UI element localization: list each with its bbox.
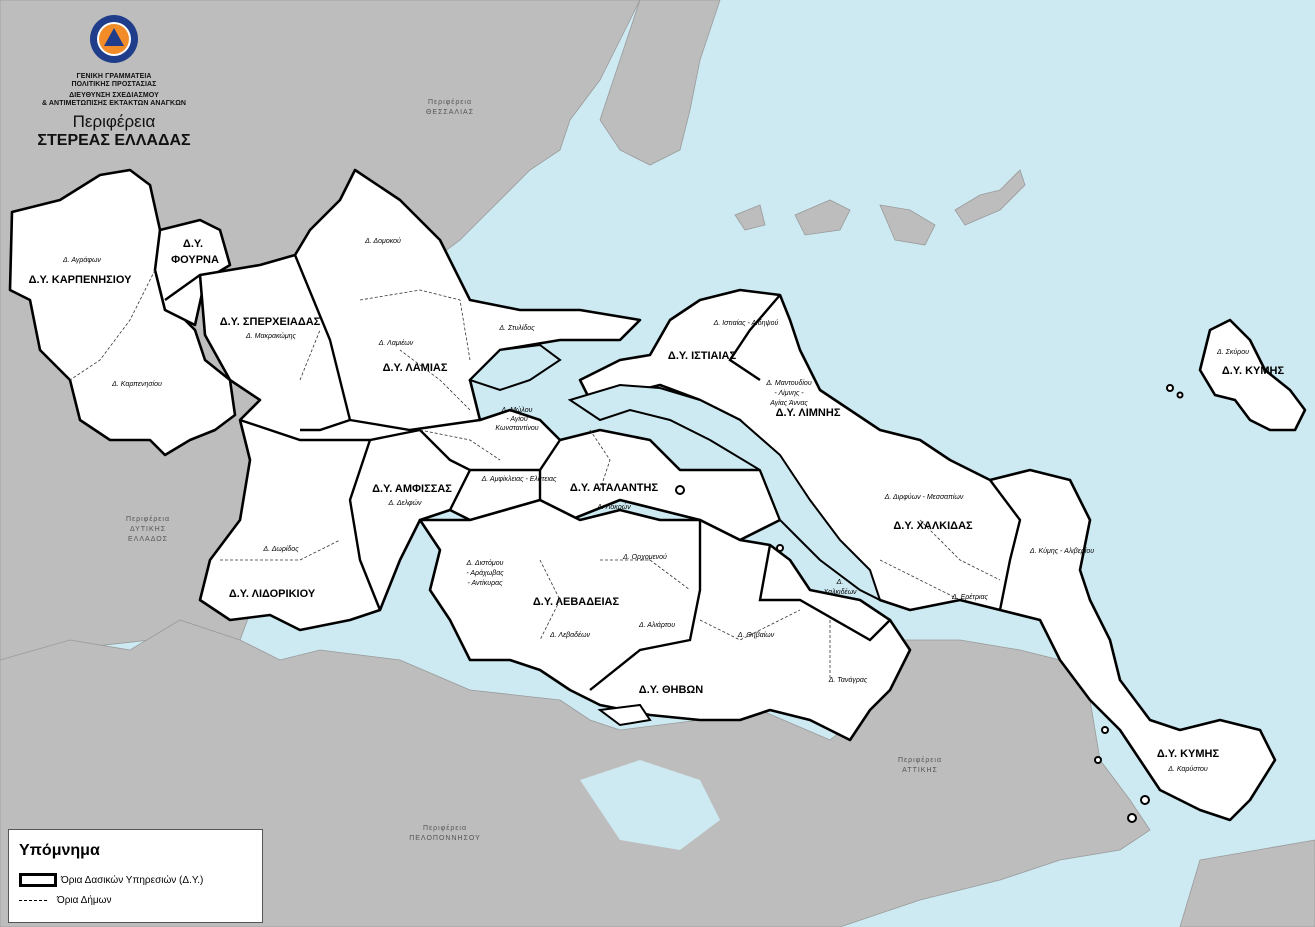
fs-label-lidoriki: Δ.Υ. ΛΙΔΟΡΙΚΙΟΥ: [229, 588, 316, 600]
region-skyros: [1198, 318, 1307, 432]
org-line-3: ΔΙΕΥΘΥΝΣΗ ΣΧΕΔΙΑΣΜΟΥ: [69, 92, 159, 99]
region-title: Περιφέρεια: [72, 112, 156, 131]
small-islands: [597, 384, 1184, 823]
mun-label-stylida: Δ. Στυλίδος: [498, 324, 535, 332]
legend-swatch-forest: [19, 873, 57, 887]
euboean-gulf: [567, 383, 882, 602]
mun-label-orchomenos: Δ. Ορχομενού: [622, 553, 667, 561]
municipality-labels: Δ. Αγράφων Δ. Καρπενησίου Δ. Μακρακώμης …: [62, 237, 1249, 773]
map-title-block: ΓΕΝΙΚΗ ΓΡΑΜΜΑΤΕΙΑ ΠΟΛΙΤΙΚΗΣ ΠΡΟΣΤΑΣΙΑΣ Δ…: [0, 14, 228, 150]
mun-label-kymi-aliveri: Δ. Κύμης - Αλιβερίου: [1029, 547, 1094, 555]
mun-label-thiva: Δ. Θηβαίων: [737, 631, 775, 639]
mun-label-aliartos: Δ. Αλιάρτου: [638, 621, 675, 629]
mun-label-molos-1: Δ. Μώλου: [501, 406, 533, 414]
mun-label-karystos: Δ. Καρύστου: [1167, 765, 1208, 773]
mun-label-eretria: Δ. Ερέτριας: [951, 593, 989, 601]
mun-label-chalkideon-2: Χαλκιδέων: [822, 588, 857, 596]
mun-label-distomo-1: Δ. Διστόμου: [466, 559, 504, 567]
map-legend: Υπόμνημα Όρια Δασικών Υπηρεσιών (Δ.Υ.) Ό…: [8, 829, 263, 923]
org-line-2: ΠΟΛΙΤΙΚΗΣ ΠΡΟΣΤΑΣΙΑΣ: [71, 81, 157, 88]
fs-label-fourna-2: ΦΟΥΡΝΑ: [171, 254, 219, 266]
fs-label-karpenisi: Δ.Υ. ΚΑΡΠΕΝΗΣΙΟΥ: [29, 274, 133, 286]
mun-label-istiaia: Δ. Ιστιαίας - Αιδηψού: [713, 319, 779, 327]
civil-protection-logo: [90, 15, 138, 63]
fs-label-spercheiada: Δ.Υ. ΣΠΕΡΧΕΙΑΔΑΣ: [220, 316, 321, 328]
municipal-boundaries: [69, 269, 1001, 680]
mun-label-distomo-2: - Αράχωβας: [466, 569, 504, 577]
region-label-attica-2: ΑΤΤΙΚΗΣ: [902, 767, 938, 774]
sterea-ellada: [8, 168, 1307, 822]
mun-label-dirfys: Δ. Διρφύων - Μεσσαπίων: [884, 493, 964, 501]
maliakos-gulf: [468, 343, 562, 392]
fs-label-limni: Δ.Υ. ΛΙΜΝΗΣ: [776, 407, 841, 419]
mun-label-mantoudi-2: - Λίμνης -: [774, 389, 804, 397]
fs-label-fourna-1: Δ.Υ.: [183, 238, 203, 250]
region-label-peloponnese-2: ΠΕΛΟΠΟΝΝΗΣΟΥ: [409, 835, 481, 842]
region-label-westgreece-2: ΔΥΤΙΚΗΣ: [130, 526, 166, 533]
org-line-1: ΓΕΝΙΚΗ ΓΡΑΜΜΑΤΕΙΑ: [76, 73, 152, 80]
region-label-attica-1: Περιφέρεια: [898, 756, 942, 764]
mun-label-tanagra: Δ. Τανάγρας: [828, 676, 868, 684]
fs-label-atalanti: Δ.Υ. ΑΤΑΛΑΝΤΗΣ: [570, 482, 659, 494]
northern-islands: [734, 169, 1026, 246]
legend-swatch-municipal: [19, 899, 47, 901]
region-karpenisi: [8, 168, 237, 457]
region-label-peloponnese-1: Περιφέρεια: [423, 824, 467, 832]
mun-label-molos-3: Κωνσταντίνου: [495, 424, 538, 432]
legend-item-municipal: Όρια Δήμων: [19, 890, 252, 910]
mun-label-domokos: Δ. Δομοκού: [364, 237, 401, 245]
region-spercheiada-lamia: [198, 168, 782, 632]
mun-label-distomo-3: - Αντίκυρας: [468, 579, 504, 587]
region-label-westgreece-1: Περιφέρεια: [126, 515, 170, 523]
org-line-4: & ΑΝΤΙΜΕΤΩΠΙΣΗΣ ΕΚΤΑΚΤΩΝ ΑΝΑΓΚΩΝ: [41, 100, 187, 107]
mun-label-karpenisi: Δ. Καρπενησίου: [111, 380, 162, 388]
mun-label-lamia: Δ. Λαμιέων: [378, 339, 414, 347]
fs-label-chalkida: Δ.Υ. ΧΑΛΚΙΔΑΣ: [893, 520, 973, 532]
fs-label-istiaia: Δ.Υ. ΙΣΤΙΑΙΑΣ: [668, 350, 737, 362]
mun-label-molos-2: - Αγίου: [506, 415, 528, 423]
mun-label-lokroi: Δ. Λοκρών: [596, 503, 631, 511]
mun-label-skyros: Δ. Σκύρου: [1216, 348, 1249, 356]
mun-label-mantoudi-1: Δ. Μαντουδίου: [765, 379, 812, 387]
fs-label-kymi: Δ.Υ. ΚΥΜΗΣ: [1157, 748, 1220, 760]
mun-label-amfikleia: Δ. Αμφίκλειας - Ελάτειας: [481, 475, 557, 483]
region-label-thessaly-2: ΘΕΣΣΑΛΙΑΣ: [426, 109, 474, 116]
legend-item-forest: Όρια Δασικών Υπηρεσιών (Δ.Υ.): [19, 870, 252, 890]
legend-label-forest: Όρια Δασικών Υπηρεσιών (Δ.Υ.): [61, 874, 204, 886]
mun-label-agrafa: Δ. Αγράφων: [62, 256, 101, 264]
fs-label-kymi-skyros: Δ.Υ. ΚΥΜΗΣ: [1222, 365, 1285, 377]
forest-service-boundaries: [164, 254, 1022, 691]
fs-label-levadeia: Δ.Υ. ΛΕΒΑΔΕΙΑΣ: [533, 596, 620, 608]
legend-title: Υπόμνημα: [19, 842, 100, 859]
mun-label-delfoi: Δ. Δελφών: [388, 499, 422, 507]
forest-service-labels: Δ.Υ. ΚΑΡΠΕΝΗΣΙΟΥ Δ.Υ. ΦΟΥΡΝΑ Δ.Υ. ΣΠΕΡΧΕ…: [29, 238, 1285, 760]
mun-label-chalkideon-1: Δ.: [836, 579, 844, 586]
legend-label-municipal: Όρια Δήμων: [57, 894, 112, 906]
mun-label-dorida: Δ. Δωρίδος: [262, 545, 299, 553]
fs-label-lamia: Δ.Υ. ΛΑΜΙΑΣ: [383, 362, 448, 374]
fs-label-thiva: Δ.Υ. ΘΗΒΩΝ: [639, 684, 703, 696]
region-label-westgreece-3: ΕΛΛΑΔΟΣ: [128, 536, 168, 543]
neighbor-region-labels: Περιφέρεια ΘΕΣΣΑΛΙΑΣ Περιφέρεια ΔΥΤΙΚΗΣ …: [126, 98, 942, 842]
mun-label-levadeia: Δ. Λεβαδέων: [549, 631, 591, 639]
mun-label-makrakomi: Δ. Μακρακώμης: [245, 332, 296, 340]
region-label-thessaly-1: Περιφέρεια: [428, 98, 472, 106]
fs-label-amfissa: Δ.Υ. ΑΜΦΙΣΣΑΣ: [372, 483, 452, 495]
region-name: ΣΤΕΡΕΑΣ ΕΛΛΑΔΑΣ: [37, 132, 191, 149]
region-levadeia-thiva: [418, 498, 912, 742]
mun-label-mantoudi-3: Αγίας Άννας: [769, 399, 808, 407]
